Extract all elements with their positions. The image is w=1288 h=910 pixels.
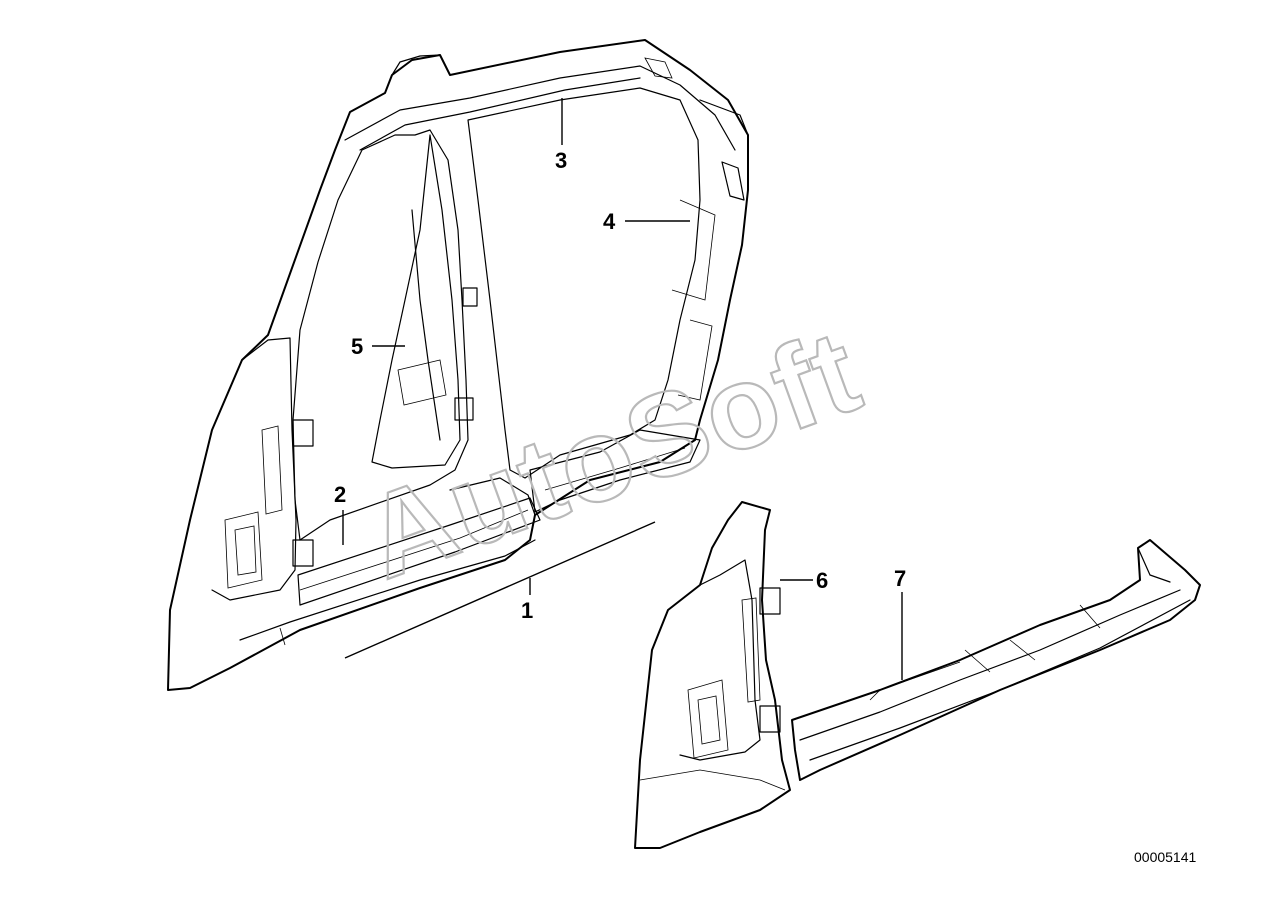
leader-1-base bbox=[344, 521, 656, 659]
callout-1: 1 bbox=[521, 598, 533, 623]
callout-2: 2 bbox=[334, 482, 346, 507]
callout-5: 5 bbox=[351, 334, 363, 359]
callout-3: 3 bbox=[555, 148, 567, 173]
side-frame-assembly bbox=[167, 39, 749, 691]
document-number: 00005141 bbox=[1134, 849, 1197, 865]
callout-7: 7 bbox=[894, 566, 906, 591]
a-pillar-lower-part bbox=[634, 501, 791, 849]
callout-6: 6 bbox=[816, 568, 828, 593]
rocker-panel-part bbox=[791, 539, 1201, 781]
callout-4: 4 bbox=[603, 209, 616, 234]
leader-lines bbox=[342, 98, 903, 680]
callouts: 1 2 3 4 5 6 7 bbox=[334, 148, 906, 623]
